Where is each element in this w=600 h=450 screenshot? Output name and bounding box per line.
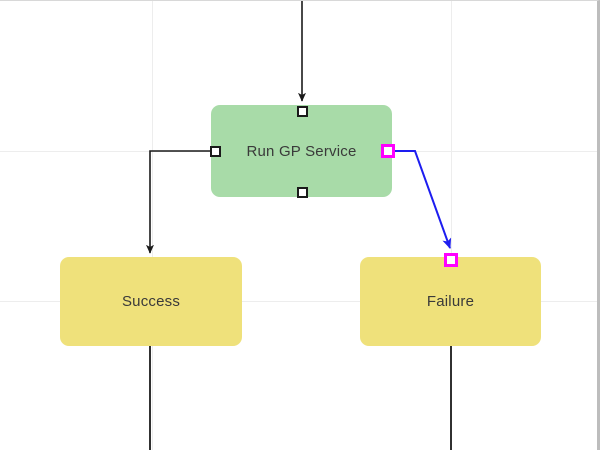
node-label-run-gp-service: Run GP Service <box>246 142 357 160</box>
port-run-gp-service-right[interactable] <box>381 144 395 158</box>
node-run-gp-service[interactable]: Run GP Service <box>211 105 392 197</box>
port-run-gp-service-left[interactable] <box>209 145 221 157</box>
port-failure-top[interactable] <box>444 253 458 267</box>
port-run-gp-service-bottom[interactable] <box>296 186 308 198</box>
node-failure[interactable]: Failure <box>360 257 541 346</box>
edge-run-gp-to-failure[interactable] <box>394 150 452 249</box>
node-success[interactable]: Success <box>60 257 242 346</box>
node-label-failure: Failure <box>426 293 475 310</box>
node-label-success: Success <box>121 293 181 310</box>
edge-run-gp-to-success[interactable] <box>146 150 210 254</box>
port-run-gp-service-top[interactable] <box>296 105 308 117</box>
